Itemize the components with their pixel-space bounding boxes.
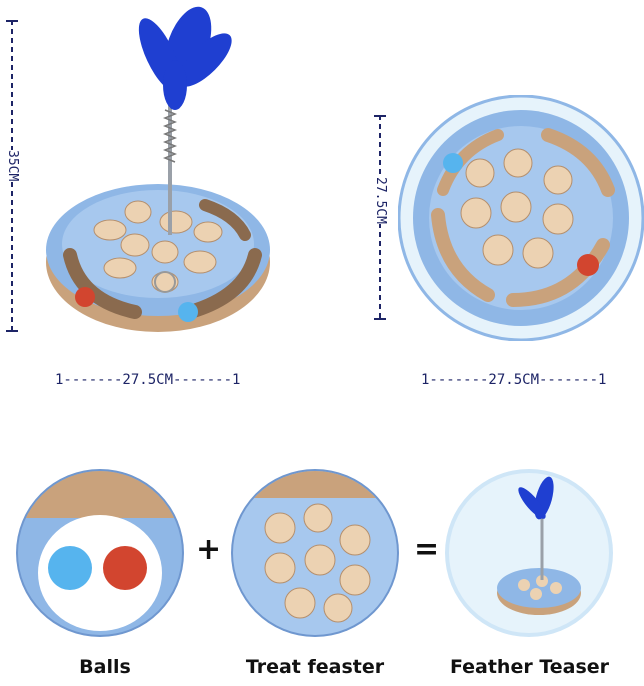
product-side-illustration: [46, 6, 270, 332]
product-top-view: [398, 95, 644, 341]
height-label: 35CM: [5, 150, 20, 182]
treat-feaster-image: [230, 468, 400, 638]
balls-image: [15, 468, 185, 638]
feather-teaser-caption: Feather Teaser: [449, 656, 610, 678]
feather-teaser-illustration: [445, 469, 613, 637]
product-side-view: [40, 0, 270, 345]
depth-label: 27.5CM: [373, 177, 388, 224]
equals-sign: =: [414, 532, 440, 567]
plus-sign: +: [196, 532, 222, 567]
treat-feaster-illustration: [231, 469, 399, 637]
height-dimension: 35CM: [2, 20, 22, 332]
top-width-label: 1-------27.5CM-------1: [421, 372, 607, 388]
product-top-illustration: [398, 95, 644, 341]
treat-feaster-caption: Treat feaster: [245, 656, 385, 678]
depth-dimension: 27.5CM: [370, 115, 390, 320]
balls-caption: Balls: [79, 656, 131, 678]
balls-illustration: [16, 469, 184, 637]
side-width-label: 1-------27.5CM-------1: [55, 372, 241, 388]
feather-teaser-image: [444, 468, 614, 638]
